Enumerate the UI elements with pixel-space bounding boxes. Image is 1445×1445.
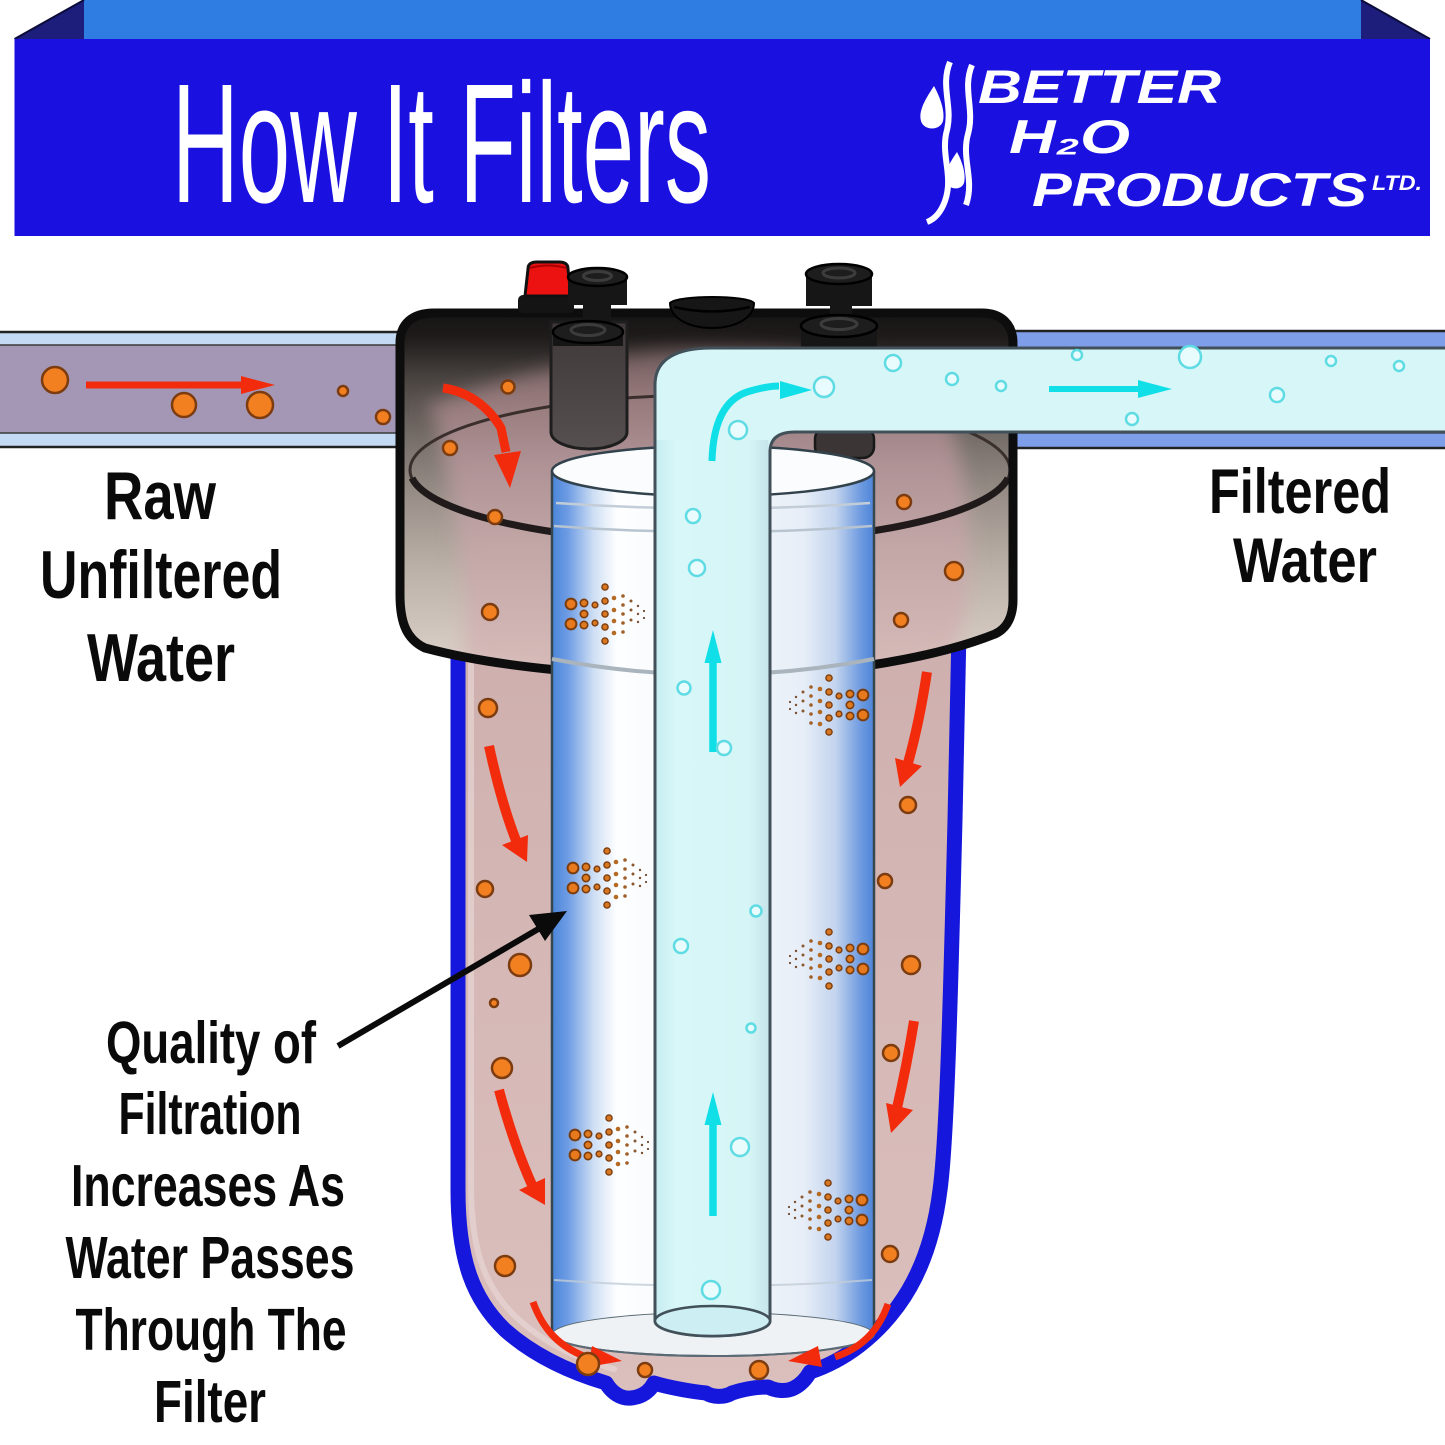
svg-text:H₂O: H₂O xyxy=(1009,110,1130,163)
svg-text:Quality of: Quality of xyxy=(106,1010,316,1076)
svg-text:Increases As: Increases As xyxy=(71,1153,345,1219)
svg-text:Filtration: Filtration xyxy=(119,1081,302,1147)
svg-text:Filter: Filter xyxy=(154,1369,266,1435)
svg-text:Raw: Raw xyxy=(104,458,217,534)
svg-text:Water: Water xyxy=(1233,526,1377,596)
svg-text:Water: Water xyxy=(87,620,235,696)
svg-text:BETTER: BETTER xyxy=(978,60,1221,113)
svg-text:LTD.: LTD. xyxy=(1372,172,1422,195)
svg-text:Water Passes: Water Passes xyxy=(66,1225,355,1291)
svg-text:PRODUCTS: PRODUCTS xyxy=(1032,163,1367,216)
svg-text:Unfiltered: Unfiltered xyxy=(40,537,282,613)
svg-text:Filtered: Filtered xyxy=(1209,457,1391,527)
svg-text:Through The: Through The xyxy=(76,1297,347,1363)
svg-text:How It Filters: How It Filters xyxy=(172,49,711,239)
